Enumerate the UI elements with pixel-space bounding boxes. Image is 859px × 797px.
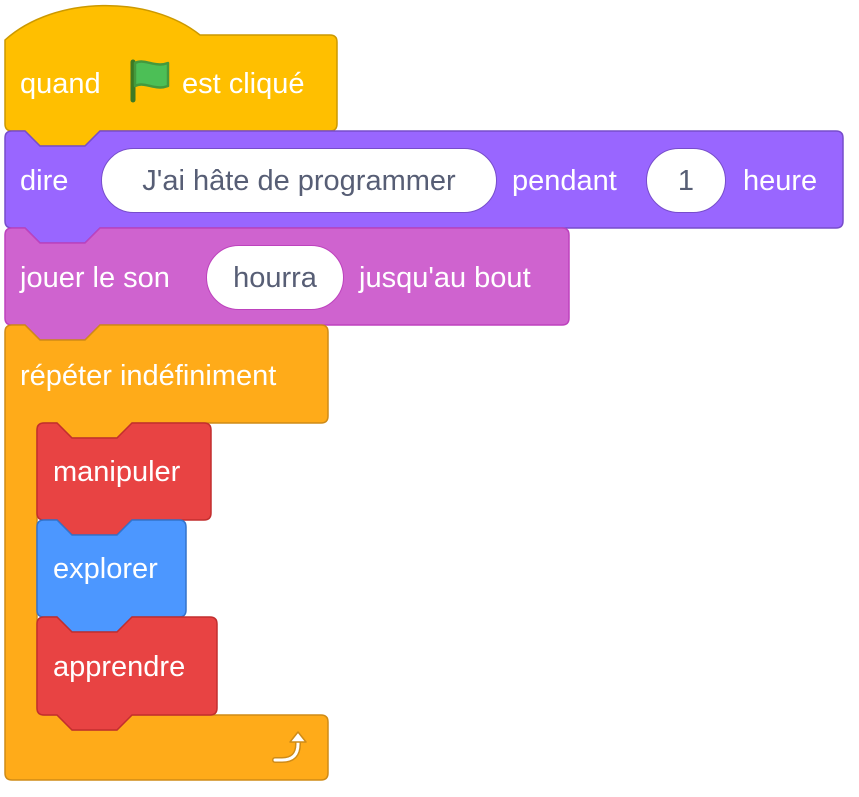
say-message-input[interactable]: J'ai hâte de programmer <box>101 148 497 213</box>
inner-label-explorer: explorer <box>53 553 158 585</box>
sound-label-until-done: jusqu'au bout <box>359 262 531 294</box>
say-label-for: pendant <box>512 165 617 197</box>
say-unit-label: heure <box>743 165 818 197</box>
loop-arrow-icon <box>272 731 307 763</box>
hat-label-when: quand <box>20 68 101 100</box>
inner-label-apprendre: apprendre <box>53 651 186 683</box>
hat-label-clicked: est cliqué <box>182 68 305 100</box>
forever-label: répéter indéfiniment <box>20 360 277 392</box>
inner-label-manipuler: manipuler <box>53 456 181 488</box>
say-label: dire <box>20 165 69 197</box>
green-flag-icon <box>130 59 170 103</box>
sound-label: jouer le son <box>20 262 170 294</box>
say-duration-input[interactable]: 1 <box>646 148 726 213</box>
sound-name-input[interactable]: hourra <box>206 245 344 310</box>
inner-block-apprendre[interactable] <box>36 616 218 731</box>
